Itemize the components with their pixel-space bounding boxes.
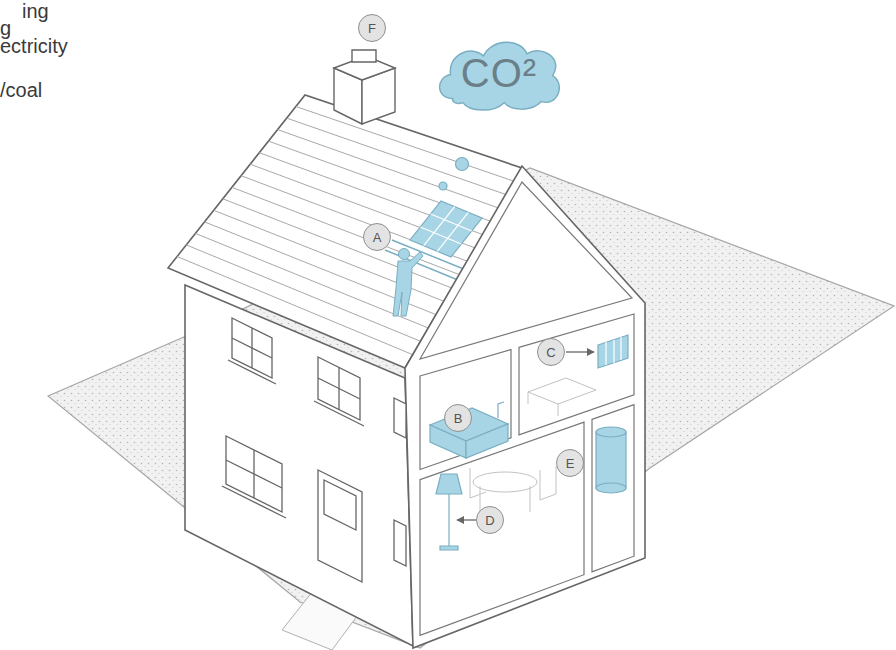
bedroom-furniture <box>528 378 596 416</box>
callout-circle: B <box>444 404 472 432</box>
bath-tub-part <box>498 402 504 418</box>
house-roof-part-part <box>287 118 507 195</box>
facade-windows-part <box>314 401 364 426</box>
dining-furniture-part <box>473 472 537 492</box>
radiator-part <box>613 340 614 363</box>
house-roof-part-part <box>259 153 483 235</box>
dining-furniture-part <box>470 468 486 498</box>
dining-furniture-part <box>540 466 556 500</box>
co2-cloud: CO² <box>432 34 566 112</box>
callout-circle: C <box>537 338 565 366</box>
callout-circle: A <box>363 223 391 251</box>
house-roof-part-part <box>186 245 420 341</box>
solar-panel-part <box>410 201 482 257</box>
bath-tub-part <box>466 424 508 458</box>
radiator-part <box>605 342 606 365</box>
hot-water-cylinder-part <box>596 427 626 437</box>
callout-letter: C <box>546 346 555 359</box>
house-section <box>405 166 645 648</box>
floor-lamp-part <box>440 546 458 550</box>
facade-windows-part <box>318 357 360 420</box>
callout-letter: A <box>373 231 382 244</box>
cut-off-text: ing <box>22 0 49 22</box>
roofer-figure-part <box>399 249 410 260</box>
chimney <box>334 50 395 124</box>
callout-letter: D <box>485 514 494 527</box>
solar-panel-part-part <box>420 227 461 244</box>
floor-lamp <box>436 474 462 550</box>
callout-letter: B <box>454 412 463 425</box>
callout-circle: F <box>358 14 386 42</box>
cut-off-text: /coal <box>0 79 42 101</box>
facade-windows-part <box>226 436 282 512</box>
facade-windows-part <box>394 398 406 438</box>
facade-windows-part <box>394 520 406 566</box>
facade-windows-part <box>226 460 282 488</box>
facade-windows-part <box>318 378 360 399</box>
dining-furniture-part <box>530 486 531 512</box>
front-door-part <box>318 470 362 582</box>
facade-windows <box>222 318 406 566</box>
callout-letter: F <box>368 22 376 35</box>
bedroom-furniture-part <box>528 378 596 404</box>
bath-tub <box>430 402 508 458</box>
radiator-part <box>598 335 628 368</box>
radiator-part <box>620 337 621 360</box>
cloud-text: CO² <box>461 53 537 93</box>
hot-water-cylinder <box>596 427 626 493</box>
callout-circle: E <box>556 449 584 477</box>
chimney-part <box>352 50 376 62</box>
cut-off-text: ectricity <box>0 35 68 57</box>
dining-furniture <box>470 466 556 512</box>
house-section-part <box>405 166 645 648</box>
facade-windows-part <box>222 486 286 518</box>
leader-arrow <box>457 519 477 520</box>
facade-windows-part <box>228 360 276 384</box>
front-door <box>318 470 362 582</box>
cloud-shape <box>440 42 560 110</box>
radiator <box>598 335 628 368</box>
house-section-part <box>420 422 584 635</box>
solar-panel-part-part <box>431 214 472 231</box>
bedroom-furniture-part <box>558 404 559 416</box>
smoke-bubbles <box>439 158 469 191</box>
house-section-part <box>420 350 511 470</box>
house-section-part <box>592 405 634 572</box>
hot-water-cylinder-part <box>596 432 626 488</box>
smoke-bubbles-part <box>456 158 469 171</box>
leader-arrow <box>566 351 594 352</box>
house-roof-part-part <box>278 130 499 208</box>
front-door-part <box>324 480 356 530</box>
floor-lamp-part <box>436 474 462 494</box>
house-roof-part-part <box>177 257 413 355</box>
hot-water-cylinder-part <box>596 483 626 493</box>
smoke-bubbles-part <box>439 182 447 190</box>
callout-circle: D <box>476 506 504 534</box>
bedroom-furniture-part <box>528 392 529 404</box>
house-roof-part-part <box>195 233 428 328</box>
house-roof-part-part <box>296 107 514 182</box>
facade-windows-part <box>232 318 272 378</box>
roofer-figure <box>393 249 423 317</box>
facade-windows-part <box>232 338 272 358</box>
roofer-figure-part <box>393 252 423 316</box>
solar-panel-part <box>420 207 471 252</box>
callout-letter: E <box>566 457 575 470</box>
floor-lamp-part <box>448 494 449 546</box>
